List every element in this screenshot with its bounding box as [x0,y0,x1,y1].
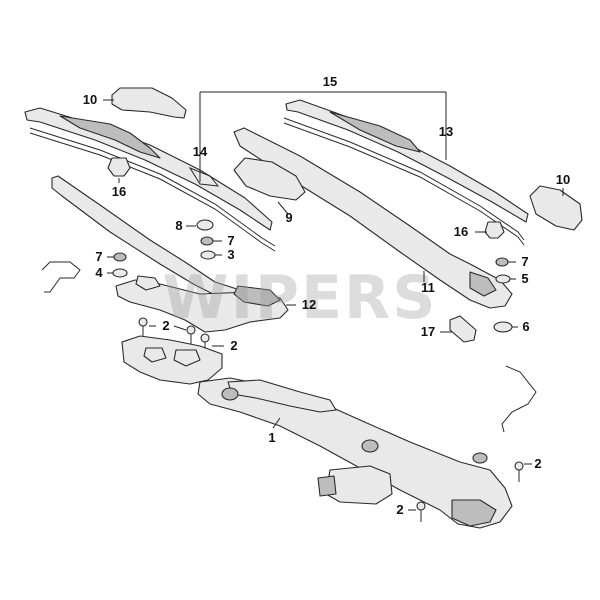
right-wiper-blade [283,99,529,246]
left-arm-cap [111,87,187,119]
blade-clip-left [107,157,131,177]
nut-7-far-left [113,252,127,262]
callout-3: 3 [227,247,234,262]
callout-2-mid: 2 [230,338,237,353]
linkage-frame [121,335,513,529]
washer-4 [112,268,128,278]
left-arm-mount [115,275,289,333]
leader-lines [103,91,564,511]
callout-10-right: 10 [556,172,570,187]
callout-12: 12 [302,297,316,312]
callout-14: 14 [193,144,208,159]
callout-16-left: 16 [112,184,126,199]
left-hose-connector [41,261,81,293]
callout-11: 11 [421,280,435,295]
washer-nozzle-17 [449,315,477,343]
callout-13: 13 [439,124,453,139]
callout-16-right: 16 [454,224,468,239]
callout-4: 4 [95,265,103,280]
callout-2-right: 2 [534,456,541,471]
watermark: WIPERS [163,263,438,333]
right-wiper-arm [233,127,513,309]
callouts: 15 14 13 10 10 16 16 9 8 7 7 7 3 4 5 6 1… [83,74,570,517]
callout-17: 17 [421,324,435,339]
callout-7-mid: 7 [227,233,234,248]
cap-8 [196,219,214,231]
blade-clip-right [484,221,505,239]
arm-cover [233,157,306,201]
left-wiper-blade [24,107,276,252]
wiper-motor [317,465,393,505]
right-arm-cap [529,185,583,231]
callout-6: 6 [522,319,529,334]
callout-7-right: 7 [521,254,528,269]
callout-5: 5 [521,271,528,286]
washer-3 [200,250,216,260]
callout-10-left: 10 [83,92,97,107]
callout-7-left: 7 [95,249,102,264]
nut-7-right [495,257,509,267]
callout-15: 15 [323,74,337,89]
callout-8: 8 [175,218,182,233]
callout-1: 1 [268,430,275,445]
callout-2-bottom: 2 [396,502,403,517]
nut-7-left [200,236,214,246]
right-hose-connector [501,365,537,433]
grommet-6 [493,321,513,333]
washer-5 [495,274,511,284]
callout-9: 9 [285,210,292,225]
callout-2-left: 2 [162,318,169,333]
